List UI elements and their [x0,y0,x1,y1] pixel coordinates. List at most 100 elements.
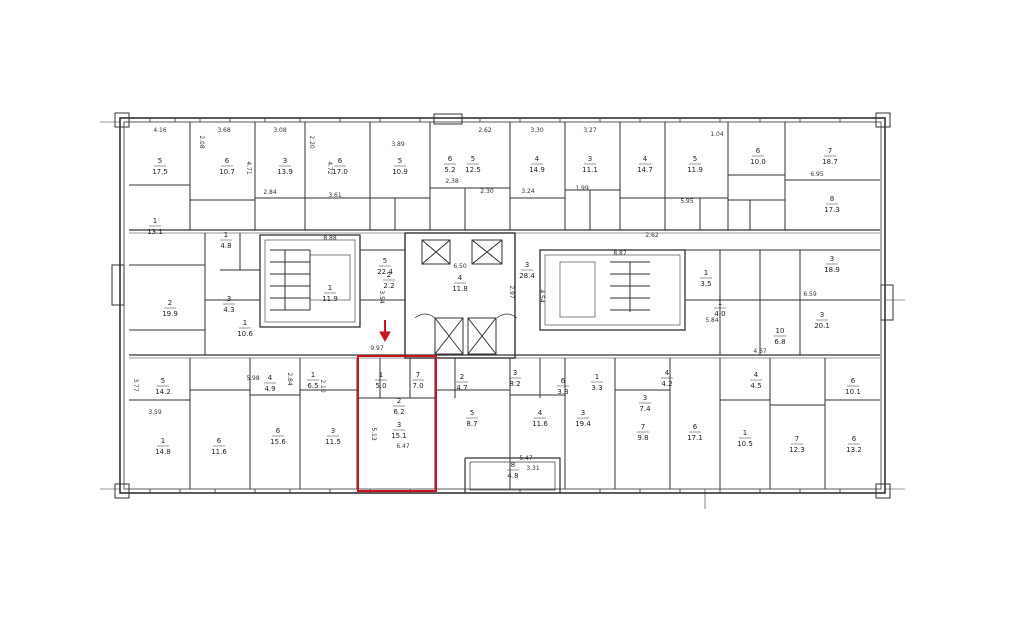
room-label: 22.2 [383,271,395,290]
dimension-label: 6.95 [810,171,824,178]
room-label: 113.1 [147,217,163,236]
room-number: 1 [718,299,722,307]
room-label: 65.2 [444,155,456,174]
dimension-label: 3.68 [217,127,231,134]
room-area: 11.6 [532,420,548,428]
dimension-label: 1.04 [710,131,724,138]
room-area: 8.7 [466,420,477,428]
dimension-label: 2.10 [319,379,326,393]
room-area: 7.4 [639,405,651,413]
room-area: 13.2 [846,446,862,454]
room-label: 414.7 [637,155,653,174]
room-area: 5.2 [444,166,455,174]
room-number: 4 [268,374,273,382]
room-area: 10.6 [237,330,253,338]
room-number: 1 [328,284,332,292]
room-area: 19.4 [575,420,591,428]
room-label: 15.0 [375,371,387,390]
room-area: 18.9 [824,266,840,274]
room-number: 4 [535,155,540,163]
room-area: 11.9 [687,166,703,174]
room-area: 3.3 [591,384,602,392]
room-number: 5 [471,155,475,163]
room-label: 615.6 [270,427,286,446]
room-area: 3.5 [700,280,711,288]
dimension-label: 3.24 [521,188,535,195]
room-area: 14.7 [637,166,653,174]
room-label: 111.9 [322,284,338,303]
room-label: 512.5 [465,155,481,174]
dimension-label: 5.84 [705,317,719,324]
room-label: 110.5 [737,429,753,448]
dimension-label: 3.30 [530,127,544,134]
room-area: 3.3 [557,388,568,396]
room-label: 617.0 [332,157,348,176]
dimension-label: 3.77 [132,378,139,392]
room-area: 18.7 [822,158,838,166]
room-label: 26.2 [393,397,405,416]
room-number: 1 [153,217,157,225]
room-number: 7 [641,423,645,431]
room-number: 1 [161,437,165,445]
room-label: 617.1 [687,423,703,442]
room-number: 1 [243,319,247,327]
room-number: 6 [276,427,281,435]
room-area: 11.9 [322,295,338,303]
dimension-label: 2.38 [445,178,459,185]
room-label: 318.9 [824,255,840,274]
dimension-label: 8.87 [613,250,627,257]
room-label: 219.9 [162,299,178,318]
dimension-label: 3.54 [378,290,385,304]
room-label: 58.7 [466,409,478,428]
arrow-down-icon [379,320,391,343]
dimension-label: 5.98 [246,375,260,382]
dimension-label: 5.13 [370,427,377,441]
room-area: 15.1 [391,432,407,440]
room-label: 411.6 [532,409,548,428]
room-area: 4.3 [223,306,234,314]
room-area: 4.9 [264,385,275,393]
room-label: 14.0 [714,299,726,318]
room-area: 20.1 [814,322,830,330]
room-number: 5 [398,157,402,165]
room-labels: 517.5610.7313.9617.0510.965.2512.5414.93… [147,147,862,480]
room-area: 17.0 [332,168,348,176]
room-label: 13.3 [591,373,603,392]
dimension-label: 2.97 [508,285,515,299]
room-number: 6 [338,157,343,165]
dimension-label: 2.20 [308,135,315,149]
dimension-label: 2.84 [263,189,277,196]
dimension-label: 4.67 [753,348,767,355]
room-area: 8.2 [509,380,520,388]
dimension-label: 2.62 [645,232,659,239]
room-area: 10.1 [845,388,861,396]
room-number: 1 [311,371,315,379]
dimension-label: 4.16 [153,127,167,134]
room-area: 14.9 [529,166,545,174]
room-area: 7.0 [412,382,423,390]
room-number: 3 [830,255,834,263]
room-area: 22.4 [377,268,393,276]
dimension-label: 3.31 [526,465,540,472]
room-area: 17.3 [824,206,840,214]
room-area: 6.2 [393,408,404,416]
room-area: 14.2 [155,388,171,396]
room-label: 414.9 [529,155,545,174]
room-number: 7 [828,147,832,155]
room-number: 4 [665,369,670,377]
room-area: 10.9 [392,168,408,176]
room-number: 3 [227,295,231,303]
room-label: 611.6 [211,437,227,456]
dimension-label: 4.72 [326,161,333,175]
dimension-label: 8.88 [323,235,337,242]
room-area: 12.5 [465,166,481,174]
room-label: 315.1 [391,421,407,440]
room-number: 3 [820,311,824,319]
dimension-label: 3.59 [148,409,162,416]
room-area: 12.3 [789,446,805,454]
room-label: 106.8 [774,327,786,346]
dimension-label: 2.84 [286,372,293,386]
room-label: 63.3 [557,377,569,396]
room-label: 44.2 [661,369,673,388]
room-number: 5 [693,155,697,163]
